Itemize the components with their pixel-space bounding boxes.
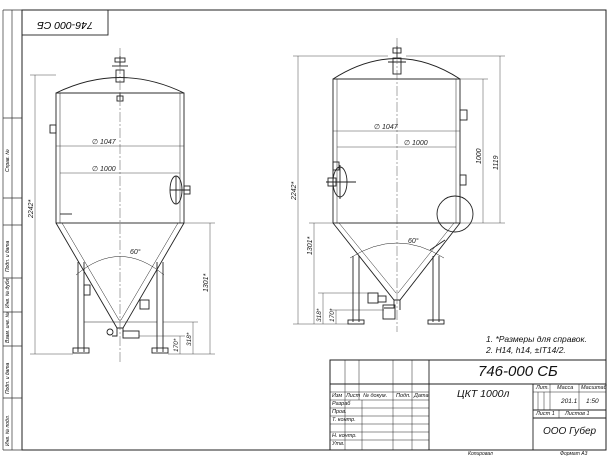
rotated-code-box <box>21 9 109 36</box>
note-2: 2. H14, h14, ±IT14/2. <box>486 345 566 355</box>
outer-frame <box>21 9 607 451</box>
dimensions-left <box>30 74 215 355</box>
strip-podp-data-2: Подп. и дата <box>5 362 11 394</box>
right-dim-d1000: ∅ 1000 <box>404 140 428 147</box>
strip-sprav: Справ. № <box>5 149 11 172</box>
right-dim-h1119: 1119 <box>493 155 500 170</box>
left-dim-h2242: 2242* <box>28 199 35 219</box>
col-izm: Изм <box>332 393 343 399</box>
left-dim-h1301: 1301* <box>203 273 210 292</box>
row-razrab: Разраб <box>332 401 351 407</box>
notes: 1. *Размеры для справок. 2. H14, h14, ±I… <box>486 334 587 356</box>
head-massa: Масса <box>557 385 574 391</box>
head-masshtab: Масштаб <box>581 385 607 391</box>
company: ООО Губер <box>543 426 597 437</box>
left-dim-h318: 318* <box>186 332 193 346</box>
copied-label: Копировал <box>468 451 493 457</box>
col-ndoc: № докум. <box>363 393 388 399</box>
right-dim-h318: 318* <box>316 308 323 322</box>
strip-inv-dubl: Инв. № дубл. <box>5 277 11 308</box>
mass-value: 201.1 <box>561 398 578 405</box>
head-lit: Лит. <box>536 385 549 391</box>
drawing-name: ЦКТ 1000л <box>457 388 510 400</box>
drawing-code: 746-000 СБ <box>478 363 558 380</box>
rotated-code: 746-000 СБ <box>37 19 93 31</box>
title-block-grid <box>329 359 607 451</box>
note-1: 1. *Размеры для справок. <box>486 334 587 344</box>
dimensions-right <box>293 55 505 325</box>
format-label: Формат А3 <box>560 451 588 457</box>
right-dim-h1000: 1000 <box>476 148 483 164</box>
sheet-number: Лист 1 <box>536 411 555 417</box>
tank-right-view <box>326 46 474 325</box>
right-dim-angle: 60° <box>408 237 419 245</box>
strip-inv-podl: Инв. № подл. <box>5 415 11 446</box>
row-tkontr: Т. контр. <box>332 417 356 423</box>
strip-podp-data-1: Подп. и дата <box>5 240 11 272</box>
row-prov: Пров. <box>332 409 347 415</box>
right-dim-h170: 170* <box>329 308 336 322</box>
col-list: Лист <box>346 393 361 399</box>
left-dim-h170: 170* <box>173 338 180 352</box>
col-data: Дата <box>414 393 429 399</box>
left-dim-d1000: ∅ 1000 <box>92 166 116 173</box>
right-dim-h2242: 2242* <box>291 181 298 201</box>
right-dim-h1301: 1301* <box>307 236 314 255</box>
strip-vzam-inv: Взам. инв. № <box>5 311 11 343</box>
side-strip <box>2 9 22 451</box>
left-dim-d1047: ∅ 1047 <box>92 139 117 146</box>
left-dim-angle: 60° <box>130 248 141 256</box>
sheet-count: Листов 1 <box>565 411 590 417</box>
right-dim-d1047: ∅ 1047 <box>374 124 399 131</box>
row-nkontr: Н. контр. <box>332 433 357 439</box>
scale-value: 1:50 <box>586 398 599 405</box>
row-utv: Утв. <box>332 441 345 447</box>
col-podp: Подп. <box>396 393 411 399</box>
